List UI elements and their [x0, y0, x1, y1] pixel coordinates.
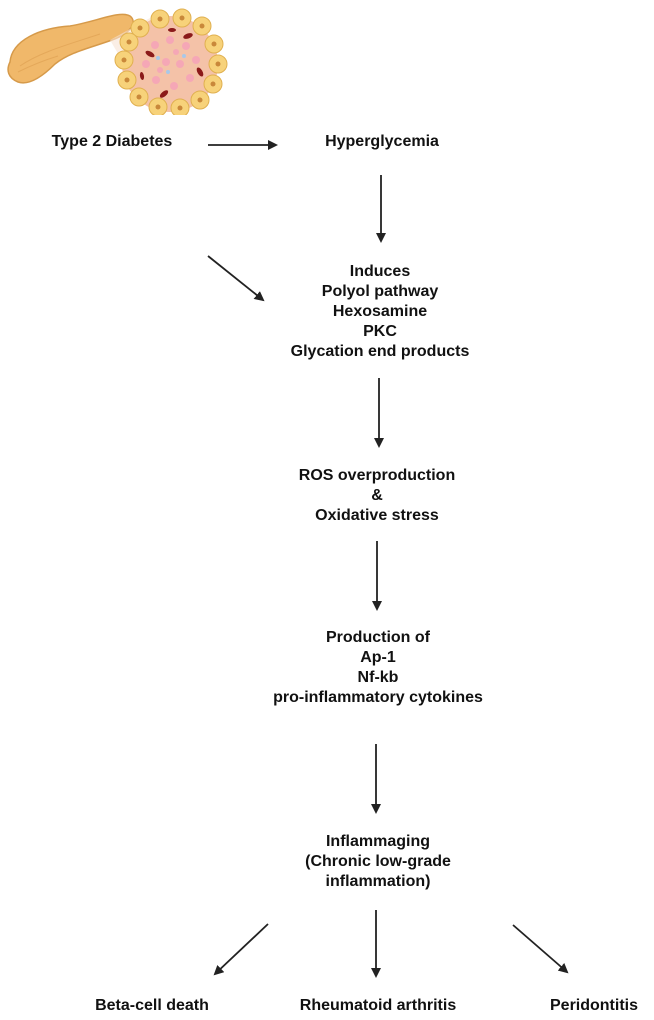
- pancreas-islet-icon: [7, 8, 228, 115]
- arrow-t2d-to-induces: [207, 255, 265, 302]
- node-beta-cell-death: Beta-cell death: [95, 997, 209, 1014]
- node-inflammaging: Inflammaging (Chronic low-grade inflamma…: [305, 833, 451, 890]
- arrow-inflammaging-to-beta: [213, 923, 269, 976]
- node-hyperglycemia: Hyperglycemia: [325, 133, 439, 150]
- node-type-2-diabetes: Type 2 Diabetes: [51, 133, 173, 150]
- node-production: Production of Ap-1 Nf-kb pro-inflammator…: [273, 629, 483, 706]
- node-peridontitis: Peridontitis: [549, 997, 639, 1014]
- node-ros-oxidative-stress: ROS overproduction & Oxidative stress: [298, 467, 456, 524]
- node-rheumatoid-arthritis: Rheumatoid arthritis: [299, 997, 457, 1014]
- node-induces: Induces Polyol pathway Hexosamine PKC Gl…: [290, 263, 470, 360]
- arrow-inflammaging-to-perio: [512, 924, 569, 974]
